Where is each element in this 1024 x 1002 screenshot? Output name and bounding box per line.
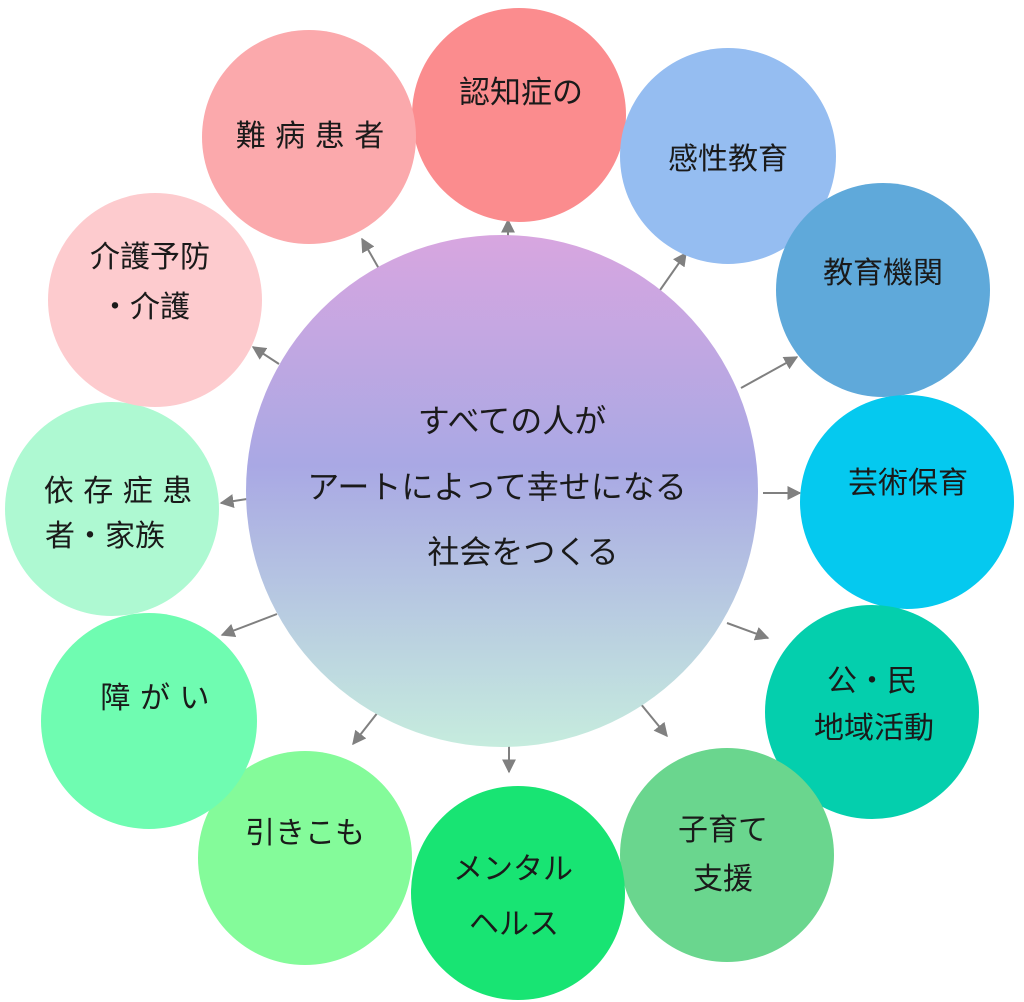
node-label-disability-1: 障 が い: [100, 681, 209, 716]
node-label-educational-institutions-1: 教育機関: [823, 256, 943, 291]
node-art-childcare: 芸術保育: [800, 395, 1014, 609]
node-label-addiction-2: 者・家族: [45, 519, 165, 554]
arrow-to-disability: [220, 613, 278, 638]
node-label-dementia-1: 認知症の: [459, 75, 583, 111]
node-educational-institutions: 教育機関: [776, 183, 990, 397]
node-circle-mental-health: [411, 786, 625, 1000]
node-addiction: 依 存 症 患者・家族: [5, 402, 219, 616]
node-dementia: 認知症の: [412, 8, 626, 222]
node-label-intractable-disease-1: 難 病 患 者: [236, 119, 385, 154]
center-line-2: アートによって幸せになる: [307, 468, 687, 506]
node-circle-parenting-support: [620, 748, 834, 962]
node-circle-community-activities: [765, 605, 979, 819]
node-label-community-activities-2: 地域活動: [814, 711, 934, 746]
arrow-to-addiction: [219, 494, 248, 509]
center-line-3: 社会をつくる: [427, 533, 618, 571]
arrow-to-community-activities: [726, 622, 770, 641]
center-circle: [246, 235, 758, 747]
node-sensitivity-education: 感性教育: [620, 48, 836, 264]
node-label-mental-health-2: ヘルス: [469, 907, 559, 942]
node-care-prevention: 介護予防・介護: [48, 193, 262, 407]
arrow-to-care-prevention: [251, 346, 280, 365]
node-label-parenting-support-2: 支援: [693, 862, 753, 897]
node-circle-care-prevention: [48, 193, 262, 407]
node-label-hikikomori-1: 引きこも: [245, 816, 365, 851]
node-intractable-disease: 難 病 患 者: [202, 30, 416, 244]
node-circle-dementia: [412, 8, 626, 222]
node-label-mental-health-1: メンタル: [453, 852, 573, 887]
node-hikikomori: 引きこも: [198, 751, 412, 965]
node-circle-intractable-disease: [202, 30, 416, 244]
node-circle-sensitivity-education: [620, 48, 836, 264]
center-node: すべての人が アートによって幸せになる 社会をつくる: [246, 235, 758, 747]
arrow-to-educational-institutions: [740, 356, 799, 389]
node-label-care-prevention-1: 介護予防: [90, 240, 210, 275]
arrow-to-sensitivity-education: [657, 251, 687, 294]
node-label-art-childcare-1: 芸術保育: [848, 466, 968, 501]
arrow-to-parenting-support: [639, 702, 668, 738]
node-circle-disability: [41, 613, 257, 829]
node-label-care-prevention-2: ・介護: [100, 290, 190, 325]
node-label-parenting-support-1: 子育て: [678, 813, 768, 848]
node-circle-addiction: [5, 402, 219, 616]
center-line-1: すべての人が: [418, 402, 606, 440]
node-label-community-activities-1: 公・民: [827, 664, 917, 699]
node-label-addiction-1: 依 存 症 患: [44, 474, 193, 509]
nodes-layer: 認知症の感性教育教育機関芸術保育公・民地域活動子育て支援メンタルヘルス引きこも障…: [5, 8, 1014, 1000]
node-disability: 障 が い: [41, 613, 257, 829]
node-circle-art-childcare: [800, 395, 1014, 609]
node-circle-educational-institutions: [776, 183, 990, 397]
node-circle-hikikomori: [198, 751, 412, 965]
node-label-sensitivity-education-1: 感性教育: [668, 142, 788, 177]
